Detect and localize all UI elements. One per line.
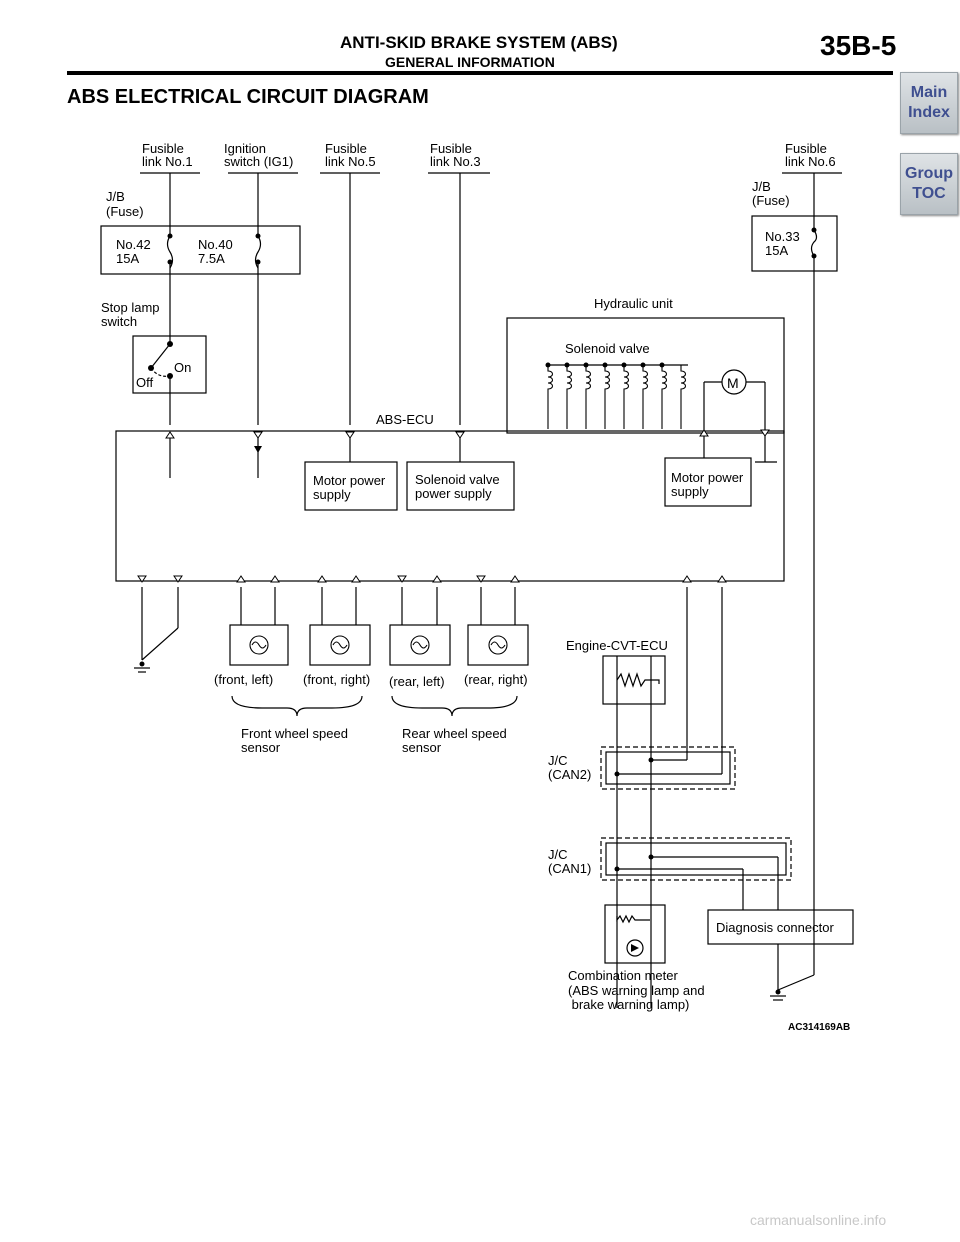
page-header-subtitle: GENERAL INFORMATION [385, 54, 555, 70]
motor-power-supply-left-label: Motor power [313, 473, 386, 488]
fuse-42-rating: 15A [116, 251, 139, 266]
fuse-33-label: No.33 [765, 229, 800, 244]
page-header-title: ANTI-SKID BRAKE SYSTEM (ABS) [340, 33, 618, 52]
fusible-link-1-label: Fusible [142, 141, 184, 156]
figure-code: AC314169AB [788, 1022, 850, 1033]
combination-meter-label-2: (ABS warning lamp and [568, 983, 705, 998]
motor-symbol: M [727, 375, 739, 391]
solenoid-valve-power-supply-label-2: power supply [415, 486, 492, 501]
fusible-link-6-label-2: link No.6 [785, 154, 836, 169]
jb-left-label-2: (Fuse) [106, 204, 144, 219]
jb-left-label: J/B [106, 189, 125, 204]
stop-lamp-switch-label-2: switch [101, 314, 137, 329]
motor-power-supply-left-label-2: supply [313, 487, 351, 502]
front-wheel-speed-sensor-label-2: sensor [241, 740, 281, 755]
sensor-front-left-label: (front, left) [214, 672, 273, 687]
front-wheel-speed-sensor-label: Front wheel speed [241, 726, 348, 741]
jc-can2-label-2: (CAN2) [548, 767, 591, 782]
rear-wheel-speed-sensor-label-2: sensor [402, 740, 442, 755]
header-rule [67, 71, 893, 75]
connector-markers [137, 429, 770, 583]
group-toc-label-1: Group [905, 165, 953, 182]
combination-meter-label-3: brake warning lamp) [568, 997, 689, 1012]
solenoid-coils [547, 365, 687, 429]
combination-meter-label: Combination meter [568, 968, 678, 983]
main-index-label-1: Main [910, 84, 948, 101]
solenoid-valve-label: Solenoid valve [565, 341, 650, 356]
jc-can1-label: J/C [548, 847, 568, 862]
section-title: ABS ELECTRICAL CIRCUIT DIAGRAM [67, 86, 429, 108]
fusible-link-5-label: Fusible [325, 141, 367, 156]
fusible-link-1-label-2: link No.1 [142, 154, 193, 169]
ignition-switch-label-2: switch (IG1) [224, 154, 293, 169]
stop-lamp-switch-label: Stop lamp [101, 300, 160, 315]
motor-power-supply-right-label: Motor power [671, 470, 744, 485]
sensor-front-right-label: (front, right) [303, 672, 370, 687]
solenoid-valve-power-supply-label: Solenoid valve [415, 472, 500, 487]
fuse-40-label: No.40 [198, 237, 233, 252]
diagnosis-connector-label: Diagnosis connector [716, 920, 834, 935]
jb-right-label: J/B [752, 179, 771, 194]
rear-wheel-speed-sensor-label: Rear wheel speed [402, 726, 507, 741]
fusible-link-6-label: Fusible [785, 141, 827, 156]
fuse-40-rating: 7.5A [198, 251, 225, 266]
switch-on-label: On [174, 360, 191, 375]
fusible-link-5-label-2: link No.5 [325, 154, 376, 169]
jc-can2-label: J/C [548, 753, 568, 768]
watermark-link[interactable]: carmanualsonline.info [750, 1212, 887, 1228]
abs-ecu-label: ABS-ECU [376, 412, 434, 427]
fusible-link-3-label-2: link No.3 [430, 154, 481, 169]
ignition-switch-label: Ignition [224, 141, 266, 156]
fusible-link-3-label: Fusible [430, 141, 472, 156]
hydraulic-unit-label: Hydraulic unit [594, 296, 673, 311]
switch-off-label: Off [136, 375, 153, 390]
fuse-42-label: No.42 [116, 237, 151, 252]
jb-right-label-2: (Fuse) [752, 193, 790, 208]
fuse-33-rating: 15A [765, 243, 788, 258]
engine-cvt-ecu-label: Engine-CVT-ECU [566, 638, 668, 653]
sensor-rear-left-label: (rear, left) [389, 674, 445, 689]
page-number: 35B-5 [820, 30, 897, 61]
group-toc-label-2: TOC [912, 185, 946, 202]
motor-power-supply-right-label-2: supply [671, 484, 709, 499]
main-index-label-2: Index [908, 104, 950, 121]
sensor-rear-right-label: (rear, right) [464, 672, 528, 687]
jc-can1-label-2: (CAN1) [548, 861, 591, 876]
